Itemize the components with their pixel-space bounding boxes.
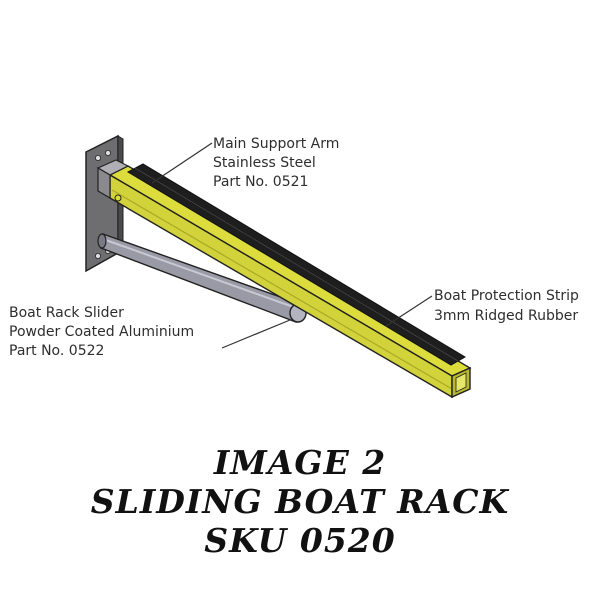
- slider-label-line-2: Powder Coated Aluminium: [9, 324, 194, 340]
- callout-protection-strip: Boat Protection Strip 3mm Ridged Rubber: [434, 288, 579, 324]
- callout-slider: Boat Rack Slider Powder Coated Aluminium…: [9, 305, 194, 359]
- caption-image-number: IMAGE 2: [213, 443, 387, 482]
- strip-label-line-2: 3mm Ridged Rubber: [434, 308, 578, 324]
- main-arm-label-line-3: Part No. 0521: [213, 174, 308, 190]
- caption-sku: SKU 0520: [204, 521, 396, 560]
- caption-product-name: SLIDING BOAT RACK: [90, 482, 510, 521]
- main-support-arm: [96, 159, 472, 399]
- slider-label-line-1: Boat Rack Slider: [9, 305, 124, 321]
- leader-slider: [221, 319, 291, 349]
- callout-main-arm: Main Support Arm Stainless Steel Part No…: [213, 136, 339, 190]
- strip-label-line-1: Boat Protection Strip: [434, 288, 579, 304]
- leader-protection-strip: [385, 295, 433, 327]
- slider-label-line-3: Part No. 0522: [9, 343, 104, 359]
- main-arm-label-line-2: Stainless Steel: [213, 155, 316, 171]
- boat-protection-strip: [126, 163, 466, 366]
- leader-main-arm: [151, 142, 213, 184]
- main-arm-label-line-1: Main Support Arm: [213, 136, 339, 152]
